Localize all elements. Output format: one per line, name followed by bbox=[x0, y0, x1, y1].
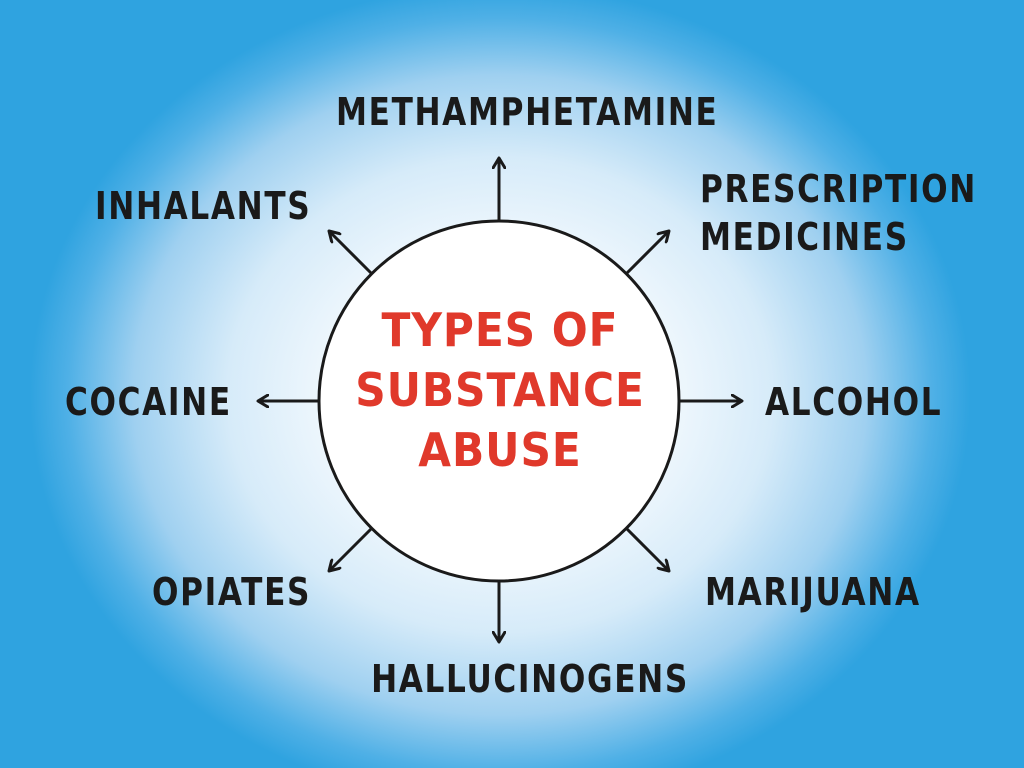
hub-title-line-1: TYPES OF bbox=[381, 303, 619, 357]
node-opiates: OPIATES bbox=[152, 570, 312, 614]
node-methamphetamine: METHAMPHETAMINE bbox=[336, 90, 719, 134]
node-alcohol: ALCOHOL bbox=[765, 380, 943, 424]
hub-title-line-3: ABUSE bbox=[418, 423, 582, 477]
arrow-top-left bbox=[329, 231, 374, 276]
node-prescription-line-2: MEDICINES bbox=[700, 215, 909, 259]
node-prescription-medicines: PRESCRIPTION MEDICINES bbox=[700, 165, 977, 261]
arrow-top-right bbox=[624, 231, 669, 276]
arrow-bottom-right bbox=[624, 526, 669, 571]
node-cocaine: COCAINE bbox=[65, 380, 232, 424]
node-hallucinogens: HALLUCINOGENS bbox=[371, 657, 689, 701]
hub-title: TYPES OF SUBSTANCE ABUSE bbox=[320, 300, 680, 480]
hub-title-line-2: SUBSTANCE bbox=[355, 363, 645, 417]
arrow-bottom-left bbox=[329, 526, 374, 571]
node-marijuana: MARIJUANA bbox=[705, 570, 921, 614]
node-prescription-line-1: PRESCRIPTION bbox=[700, 167, 977, 211]
node-inhalants: INHALANTS bbox=[95, 184, 312, 228]
